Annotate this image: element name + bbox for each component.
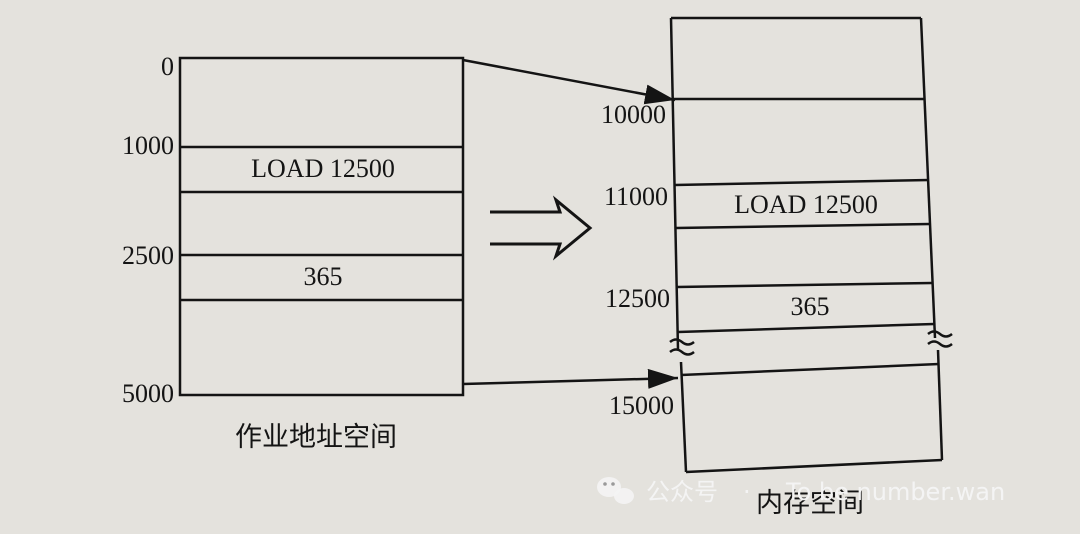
mem-address-15000: 15000 [609, 391, 674, 420]
job-address-space [178, 56, 465, 397]
mem-address-10000: 10000 [601, 100, 666, 129]
mem-divider-11000-bottom [675, 222, 931, 230]
job-instruction: LOAD 12500 [251, 154, 395, 183]
mem-data-value: 365 [791, 292, 830, 321]
job-address-0: 0 [161, 52, 174, 81]
mem-address-12500: 12500 [605, 284, 670, 313]
watermark-name: To be number.wan [785, 478, 1005, 506]
map-arrow-start [462, 58, 676, 105]
watermark-channel: 公众号 [646, 478, 718, 506]
job-address-5000: 5000 [122, 379, 174, 408]
job-space-box [178, 56, 465, 397]
wechat-icon [597, 477, 634, 504]
memory-left-edge-upper [669, 17, 680, 351]
memory-right-edge-lower [936, 349, 944, 461]
memory-right-edge-upper [919, 17, 937, 339]
job-address-1000: 1000 [122, 131, 174, 160]
mem-instruction: LOAD 12500 [734, 190, 878, 219]
watermark-separator: · [743, 478, 751, 506]
break-mark-left-icon [669, 338, 695, 356]
job-data-value: 365 [304, 262, 343, 291]
mem-divider-12500 [676, 281, 933, 289]
transform-arrow-icon [490, 195, 593, 261]
break-mark-right-icon [927, 330, 953, 348]
memory-left-edge-lower [679, 361, 688, 473]
map-arrow-end [462, 368, 679, 389]
memory-bottom-edge [685, 458, 943, 474]
memory-space [669, 16, 953, 474]
job-address-2500: 2500 [122, 241, 174, 270]
mem-divider-11000 [674, 178, 930, 187]
job-space-caption: 作业地址空间 [235, 422, 397, 453]
memory-space-caption: 内存空间 [756, 488, 864, 519]
mem-address-11000: 11000 [604, 182, 668, 211]
mem-divider-15000 [680, 362, 940, 377]
watermark: 公众号 · To be number.wan [597, 477, 1005, 506]
mem-divider-12500-bottom [677, 322, 935, 334]
